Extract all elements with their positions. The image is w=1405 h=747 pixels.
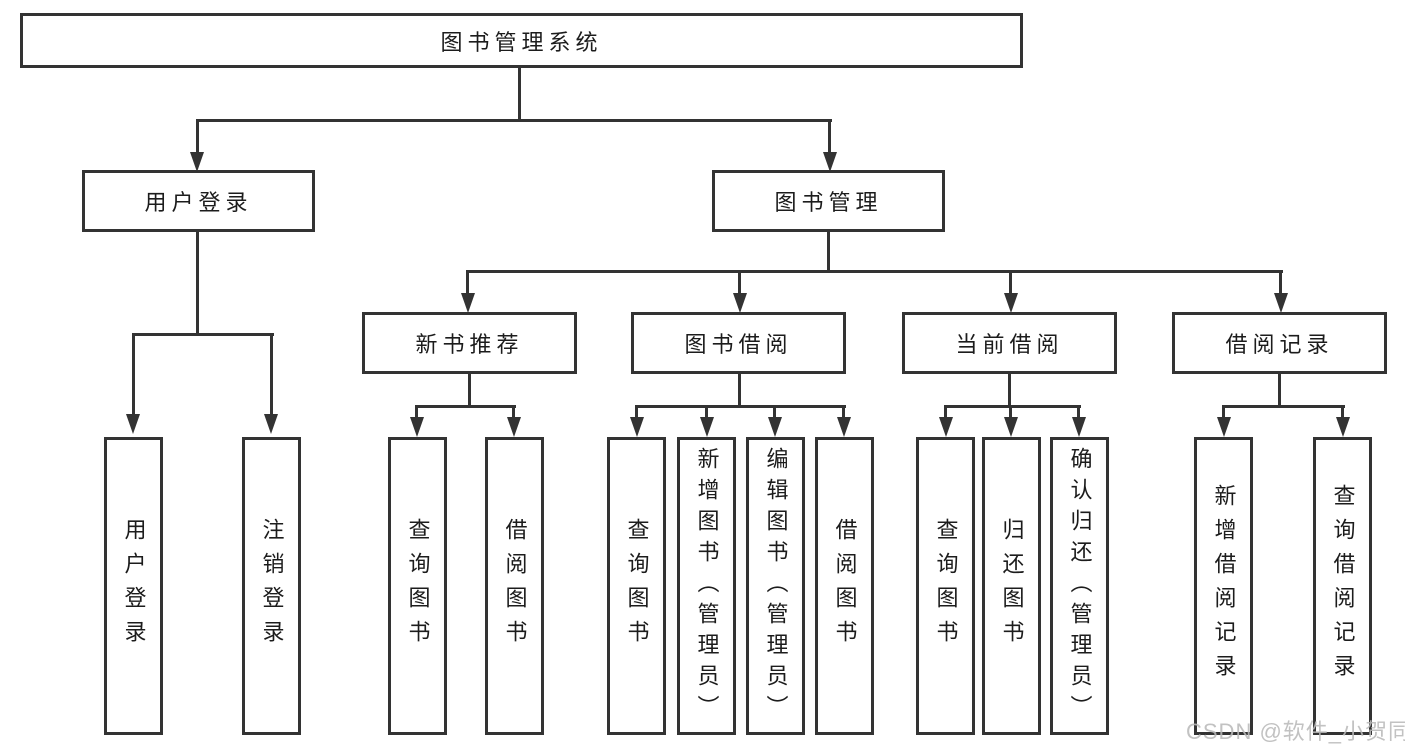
arrow-down-icon	[837, 417, 851, 437]
leaf-confirm-return-admin: 确认归还（管理员）	[1050, 437, 1109, 735]
connector-line	[1278, 374, 1281, 408]
connector-line	[842, 408, 845, 418]
connector-line	[1008, 374, 1011, 408]
connector-line	[512, 408, 515, 418]
node-borrow-records: 借阅记录	[1172, 312, 1387, 374]
connector-line	[132, 333, 274, 336]
connector-line	[1009, 273, 1012, 293]
leaf-add-borrow-record: 新增借阅记录	[1194, 437, 1253, 735]
connector-line	[415, 405, 516, 408]
arrow-down-icon	[461, 293, 475, 313]
connector-line	[1279, 273, 1282, 293]
connector-line	[468, 374, 471, 408]
leaf-return-books: 归还图书	[982, 437, 1041, 735]
connector-line	[1077, 408, 1080, 418]
connector-line	[196, 119, 832, 122]
arrow-down-icon	[700, 417, 714, 437]
arrow-down-icon	[1336, 417, 1350, 437]
leaf-query-borrow-record: 查询借阅记录	[1313, 437, 1372, 735]
connector-line	[466, 270, 1283, 273]
leaf-borrow-books-borrowing: 借阅图书	[815, 437, 874, 735]
connector-line	[196, 232, 199, 335]
connector-line	[466, 273, 469, 293]
connector-line	[635, 405, 846, 408]
arrow-down-icon	[823, 152, 837, 172]
connector-line	[196, 122, 199, 153]
node-root-library-system: 图书管理系统	[20, 13, 1023, 68]
connector-line	[1222, 408, 1225, 418]
connector-line	[738, 374, 741, 408]
arrow-down-icon	[939, 417, 953, 437]
leaf-edit-book-admin: 编辑图书（管理员）	[746, 437, 805, 735]
arrow-down-icon	[264, 414, 278, 434]
connector-line	[415, 408, 418, 418]
leaf-query-books-recommend: 查询图书	[388, 437, 447, 735]
arrow-down-icon	[1072, 417, 1086, 437]
arrow-down-icon	[1004, 417, 1018, 437]
arrow-down-icon	[126, 414, 140, 434]
connector-line	[518, 68, 521, 122]
connector-line	[944, 405, 1081, 408]
leaf-query-books-current: 查询图书	[916, 437, 975, 735]
leaf-add-book-admin: 新增图书（管理员）	[677, 437, 736, 735]
arrow-down-icon	[507, 417, 521, 437]
connector-line	[827, 232, 830, 273]
node-book-borrowing: 图书借阅	[631, 312, 846, 374]
arrow-down-icon	[1004, 293, 1018, 313]
leaf-logout: 注销登录	[242, 437, 301, 735]
node-current-borrowing: 当前借阅	[902, 312, 1117, 374]
arrow-down-icon	[733, 293, 747, 313]
connector-line	[1222, 405, 1345, 408]
arrow-down-icon	[1274, 293, 1288, 313]
arrow-down-icon	[630, 417, 644, 437]
connector-line	[773, 408, 776, 418]
connector-line	[1341, 408, 1344, 418]
leaf-borrow-books-recommend: 借阅图书	[485, 437, 544, 735]
connector-line	[132, 336, 135, 414]
leaf-user-login: 用户登录	[104, 437, 163, 735]
arrow-down-icon	[1217, 417, 1231, 437]
connector-line	[635, 408, 638, 418]
connector-line	[705, 408, 708, 418]
arrow-down-icon	[190, 152, 204, 172]
watermark: CSDN @软件_小贺同学	[1186, 719, 1405, 744]
leaf-query-books-borrowing: 查询图书	[607, 437, 666, 735]
connector-line	[738, 273, 741, 293]
connector-line	[944, 408, 947, 418]
arrow-down-icon	[768, 417, 782, 437]
node-user-login: 用户登录	[82, 170, 315, 232]
node-book-management: 图书管理	[712, 170, 945, 232]
connector-line	[828, 122, 831, 153]
connector-line	[270, 336, 273, 414]
arrow-down-icon	[410, 417, 424, 437]
connector-line	[1009, 408, 1012, 418]
node-new-book-recommend: 新书推荐	[362, 312, 577, 374]
